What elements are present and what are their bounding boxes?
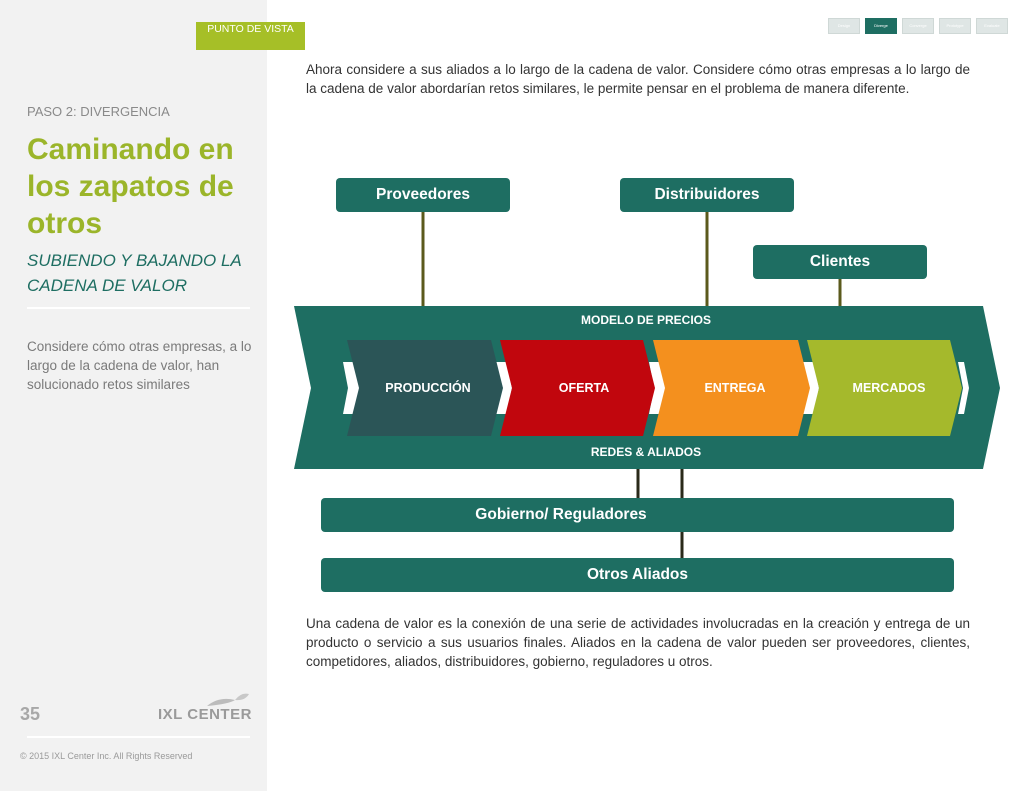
sidebar: PASO 2: DIVERGENCIA Caminando en los zap… xyxy=(0,0,267,791)
intro-paragraph: Ahora considere a sus aliados a lo largo… xyxy=(306,62,970,96)
government-regulators-label: Gobierno/ Reguladores xyxy=(475,506,647,523)
other-allies-box: Otros Aliados xyxy=(321,558,954,592)
slide-title: Caminando en los zapatos de otros xyxy=(27,133,234,240)
customers-box: Clientes xyxy=(753,245,927,279)
slide-subtitle: SUBIENDO Y BAJANDO LA CADENA DE VALOR xyxy=(27,251,242,295)
definition-paragraph: Una cadena de valor es la conexión de un… xyxy=(306,616,970,669)
page-number: 35 xyxy=(20,704,41,724)
leaf-icon xyxy=(207,693,249,706)
step-label: PASO 2: DIVERGENCIA xyxy=(27,104,170,119)
sidebar-note: Considere cómo otras empresas, a lo larg… xyxy=(27,339,252,392)
other-allies-label: Otros Aliados xyxy=(586,566,689,583)
nav-tab[interactable]: Evaluate xyxy=(976,18,1008,34)
nav-tab[interactable]: Converge xyxy=(902,18,934,34)
process-nav: Design Diverge Converge Prototype Evalua… xyxy=(828,18,1008,34)
distributors-box: Distribuidores xyxy=(620,178,794,212)
brand-logo: IXL CENTER xyxy=(158,706,252,723)
footer-divider xyxy=(27,736,250,738)
stage-label-offer: OFERTA xyxy=(559,381,609,395)
stage-markets xyxy=(807,340,962,436)
stage-production xyxy=(347,340,503,436)
stage-label-delivery: ENTREGA xyxy=(704,381,765,395)
pricing-model-label: MODELO DE PRECIOS xyxy=(581,313,711,327)
stage-offer xyxy=(500,340,655,436)
point-of-view-badge: PUNTO DE VISTA xyxy=(196,22,305,50)
nav-tab[interactable]: Design xyxy=(828,18,860,34)
networks-allies-label: REDES & ALIADOS xyxy=(591,445,701,459)
stage-label-markets: MERCADOS xyxy=(853,381,926,395)
copyright: © 2015 IXL Center Inc. All Rights Reserv… xyxy=(20,751,193,761)
stage-label-production: PRODUCCIÓN xyxy=(385,380,470,395)
suppliers-box: Proveedores xyxy=(336,178,510,212)
stage-delivery xyxy=(653,340,810,436)
government-regulators-box: Gobierno/ Reguladores xyxy=(321,498,954,532)
chain-chevron xyxy=(958,362,969,414)
nav-tab-active[interactable]: Diverge xyxy=(865,18,897,34)
nav-tab[interactable]: Prototype xyxy=(939,18,971,34)
sidebar-divider xyxy=(27,307,250,309)
